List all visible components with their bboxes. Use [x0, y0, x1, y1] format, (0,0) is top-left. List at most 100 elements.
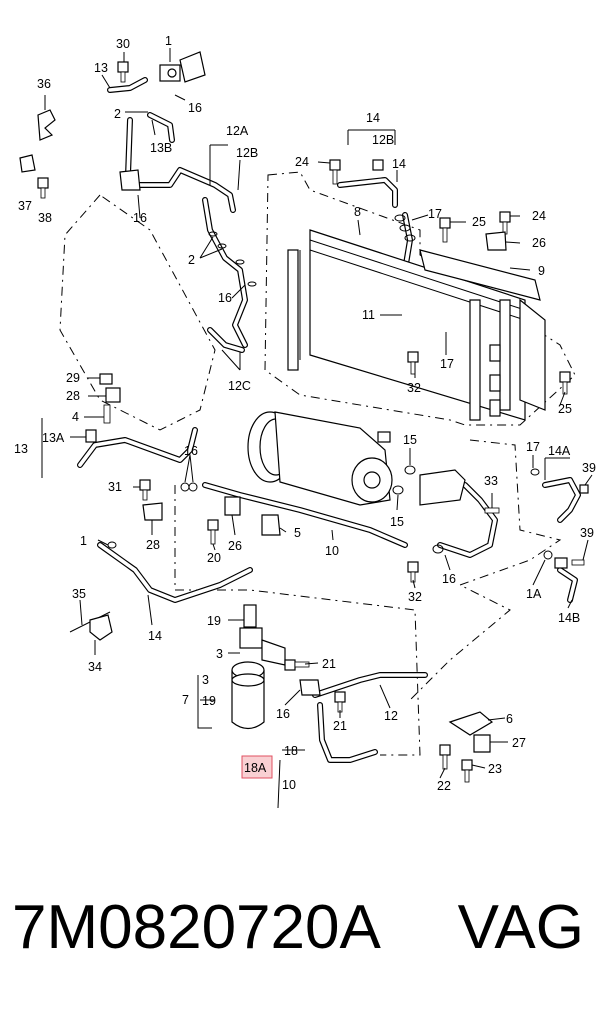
label-17-a: 17: [428, 207, 442, 221]
clip-26a: [485, 231, 507, 251]
o-ring-17c: [530, 468, 540, 476]
label-27: 27: [512, 736, 526, 750]
bracket-16b: [119, 169, 141, 191]
assembly-outline-lower: [174, 485, 421, 756]
tool-35: [69, 611, 113, 641]
pipe-14b: [557, 567, 578, 603]
label-10-a: 10: [325, 544, 339, 558]
label-18a: 18A: [244, 761, 267, 775]
label-13-c: 13: [14, 442, 28, 456]
label-8: 8: [354, 205, 361, 219]
label-21-a: 21: [322, 657, 336, 671]
label-25-a: 25: [472, 215, 486, 229]
clip-5: [261, 514, 281, 536]
bolt-39a: [579, 484, 589, 494]
label-12a-top: 12A: [226, 124, 249, 138]
label-30: 30: [116, 37, 130, 51]
pipe-13-lower: [77, 427, 198, 468]
stud-4: [103, 404, 111, 424]
label-16-f: 16: [276, 707, 290, 721]
label-2-top: 2: [114, 107, 121, 121]
ac-system-exploded-diagram: 30 1 13 36 16 2 13B 12A 12B 37 38 16 2 1…: [14, 34, 596, 809]
label-38: 38: [38, 211, 52, 225]
pipe-18: [317, 702, 378, 763]
label-39-b: 39: [580, 526, 594, 540]
sleeve-13a: [85, 429, 97, 443]
bolt-21b: [334, 691, 346, 713]
grommet-28a: [105, 387, 121, 403]
label-33: 33: [484, 474, 498, 488]
pipe-12c: [202, 197, 248, 348]
label-17-b: 17: [440, 357, 454, 371]
label-34: 34: [88, 660, 102, 674]
bolt-25b: [559, 371, 571, 395]
label-1-top: 1: [165, 34, 172, 48]
label-24-b: 24: [532, 209, 546, 223]
label-26-b: 26: [228, 539, 242, 553]
part-number: 7M0820720A: [12, 893, 381, 962]
nut-29: [99, 373, 113, 385]
clip-28b: [142, 502, 163, 521]
label-37: 37: [18, 199, 32, 213]
label-36: 36: [37, 77, 51, 91]
label-10-b: 10: [282, 778, 296, 792]
bolt-21a: [284, 659, 310, 671]
label-16-b: 16: [133, 211, 147, 225]
label-22: 22: [437, 779, 451, 793]
pipe-12: [312, 672, 428, 698]
label-20: 20: [207, 551, 221, 565]
receiver-drier: [231, 604, 286, 730]
label-13-top: 13: [94, 61, 108, 75]
bolt-31: [139, 479, 151, 501]
label-16-d: 16: [184, 444, 198, 458]
label-6: 6: [506, 712, 513, 726]
pipe-14a: [542, 477, 581, 523]
label-11: 11: [362, 308, 375, 322]
pipe-12b-upper: [125, 117, 236, 213]
assembly-outline-left: [59, 194, 216, 431]
label-35: 35: [72, 587, 86, 601]
callout-labels: 30 1 13 36 16 2 13B 12A 12B 37 38 16 2 1…: [14, 34, 596, 793]
condenser: [287, 229, 546, 421]
o-rings-2b: [208, 231, 257, 287]
leader-lines: [41, 48, 593, 809]
bolt-30: [117, 61, 129, 83]
o-ring-1b: [107, 541, 117, 549]
label-16-c: 16: [218, 291, 232, 305]
label-19-b: 19: [202, 694, 216, 708]
label-39-a: 39: [582, 461, 596, 475]
bolt-25a: [439, 217, 451, 243]
clip-26b: [224, 496, 241, 516]
pipe-12c-lower: [207, 327, 245, 353]
label-5: 5: [294, 526, 301, 540]
bolt-20: [207, 519, 219, 545]
pipe-10-right: [437, 482, 498, 558]
label-1a: 1A: [526, 587, 542, 601]
brand-name: VAG: [457, 893, 584, 962]
label-18: 18: [284, 744, 298, 758]
o-rings-16d: [180, 482, 198, 492]
label-14b: 14B: [558, 611, 580, 625]
label-3-b: 3: [202, 673, 209, 687]
label-13a: 13A: [42, 431, 65, 445]
label-26-a: 26: [532, 236, 546, 250]
label-7: 7: [182, 693, 189, 707]
label-12b-left: 12B: [236, 146, 258, 160]
clip-37: [19, 154, 49, 199]
bolt-23: [461, 759, 473, 783]
bracket-6: [448, 711, 494, 736]
label-32-b: 32: [408, 590, 422, 604]
label-3-a: 3: [216, 647, 223, 661]
caption-bar: 7M0820720A VAG: [0, 880, 600, 980]
clip-27: [473, 734, 491, 753]
label-28-a: 28: [66, 389, 80, 403]
valve-block: [159, 51, 206, 83]
pipe-13b: [147, 112, 175, 143]
label-14-c: 14: [148, 629, 162, 643]
pipe-14-lower: [97, 542, 253, 603]
o-ring-16e: [432, 544, 444, 554]
clip-36: [37, 109, 56, 141]
label-28-b: 28: [146, 538, 160, 552]
bracket-16f: [299, 679, 321, 696]
